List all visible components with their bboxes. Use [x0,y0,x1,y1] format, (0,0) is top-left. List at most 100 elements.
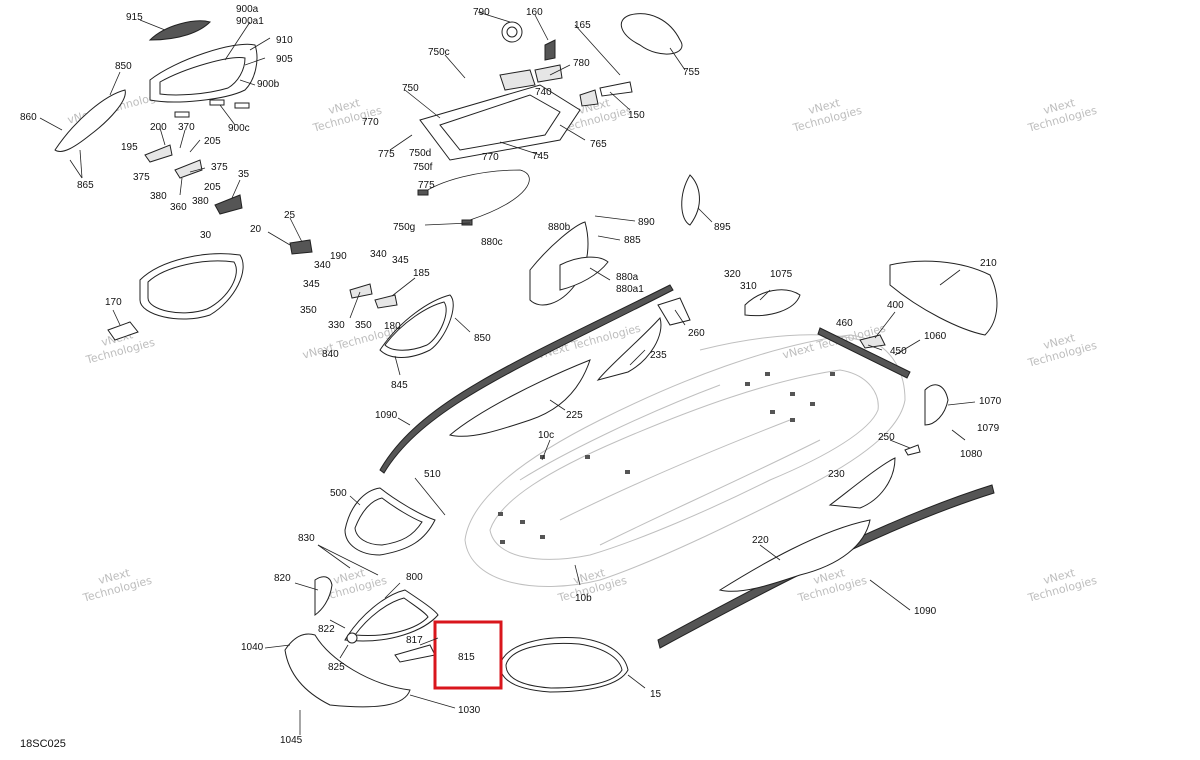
part-label[interactable]: 915 [126,12,143,23]
part-label[interactable]: 910 [276,35,293,46]
part-label[interactable]: 375 [133,172,150,183]
part-label[interactable]: 210 [980,258,997,269]
part-label[interactable]: 840 [322,349,339,360]
part-label[interactable]: 905 [276,54,293,65]
part-label[interactable]: 165 [574,20,591,31]
part-label[interactable]: 770 [482,152,499,163]
part-label[interactable]: 500 [330,488,347,499]
part-label[interactable]: 25 [284,210,296,221]
part-label[interactable]: 350 [355,320,372,331]
part-label[interactable]: 340 [314,260,331,271]
part-label[interactable]: 235 [650,350,667,361]
part-label[interactable]: 1060 [924,331,947,342]
part-label[interactable]: 220 [752,535,769,546]
part-label[interactable]: 250 [878,432,895,443]
part-label[interactable]: 822 [318,624,335,635]
part-label[interactable]: 880a1 [616,284,644,295]
part-label[interactable]: 35 [238,169,250,180]
part-label[interactable]: 765 [590,139,607,150]
part-label[interactable]: 750c [428,47,450,58]
part-label[interactable]: 900a [236,4,259,15]
part-label[interactable]: 890 [638,217,655,228]
part-label[interactable]: 380 [150,191,167,202]
part-label[interactable]: 880b [548,222,571,233]
part-label[interactable]: 195 [121,142,138,153]
part-label[interactable]: 825 [328,662,345,673]
part-label[interactable]: 380 [192,196,209,207]
part-label[interactable]: 880c [481,237,503,248]
part-label[interactable]: 190 [330,251,347,262]
part-label[interactable]: 160 [526,7,543,18]
part-label[interactable]: 885 [624,235,641,246]
part-label[interactable]: 205 [204,182,221,193]
part-label[interactable]: 370 [178,122,195,133]
part-label[interactable]: 775 [378,149,395,160]
part-label[interactable]: 170 [105,297,122,308]
part-label[interactable]: 400 [887,300,904,311]
part-label[interactable]: 15 [650,689,662,700]
part-label[interactable]: 450 [890,346,907,357]
part-label[interactable]: 10b [575,593,592,604]
part-label[interactable]: 745 [532,151,549,162]
part-label[interactable]: 750 [402,83,419,94]
part-label[interactable]: 185 [413,268,430,279]
part-label[interactable]: 225 [566,410,583,421]
part-label[interactable]: 1090 [914,606,937,617]
part-label[interactable]: 345 [392,255,409,266]
part-label[interactable]: 750d [409,148,431,159]
part-label[interactable]: 830 [298,533,315,544]
part-label[interactable]: 180 [384,321,401,332]
part-label[interactable]: 1079 [977,423,1000,434]
part-label[interactable]: 1075 [770,269,793,280]
part-label[interactable]: 900b [257,79,280,90]
part-label[interactable]: 20 [250,224,262,235]
part-label[interactable]: 755 [683,67,700,78]
part-label[interactable]: 350 [300,305,317,316]
part-label[interactable]: 150 [628,110,645,121]
part-label[interactable]: 790 [473,7,490,18]
part-label[interactable]: 860 [20,112,37,123]
part-label[interactable]: 10c [538,430,554,441]
part-label[interactable]: 205 [204,136,221,147]
part-label[interactable]: 1040 [241,642,264,653]
part-label[interactable]: 1045 [280,735,303,746]
part-label[interactable]: 230 [828,469,845,480]
part-label[interactable]: 340 [370,249,387,260]
part-label[interactable]: 880a [616,272,639,283]
part-label[interactable]: 780 [573,58,590,69]
part-label[interactable]: 820 [274,573,291,584]
part-labels: 915 900a 900a1 910 905 900b 900c 850 860… [20,4,1002,746]
part-label[interactable]: 1090 [375,410,398,421]
part-label[interactable]: 740 [535,87,552,98]
part-label[interactable]: 750g [393,222,415,233]
part-label[interactable]: 900c [228,123,250,134]
part-label[interactable]: 1030 [458,705,481,716]
part-label[interactable]: 865 [77,180,94,191]
part-group-center [289,174,700,358]
part-label[interactable]: 360 [170,202,187,213]
part-label[interactable]: 895 [714,222,731,233]
part-label[interactable]: 375 [211,162,228,173]
part-label[interactable]: 320 [724,269,741,280]
part-label[interactable]: 310 [740,281,757,292]
part-label[interactable]: 850 [115,61,132,72]
part-label[interactable]: 260 [688,328,705,339]
part-label[interactable]: 30 [200,230,212,241]
part-label[interactable]: 775 [418,180,435,191]
part-label[interactable]: 815 [458,652,475,663]
part-label[interactable]: 817 [406,635,423,646]
part-label[interactable]: 460 [836,318,853,329]
part-label[interactable]: 345 [303,279,320,290]
part-label[interactable]: 770 [362,117,379,128]
part-label[interactable]: 750f [413,162,433,173]
part-label[interactable]: 850 [474,333,491,344]
part-label[interactable]: 1070 [979,396,1002,407]
part-label[interactable]: 900a1 [236,16,264,27]
part-label[interactable]: 800 [406,572,423,583]
part-label[interactable]: 1080 [960,449,983,460]
part-label[interactable]: 845 [391,380,408,391]
part-label[interactable]: 510 [424,469,441,480]
part-label[interactable]: 330 [328,320,345,331]
part-label[interactable]: 200 [150,122,167,133]
